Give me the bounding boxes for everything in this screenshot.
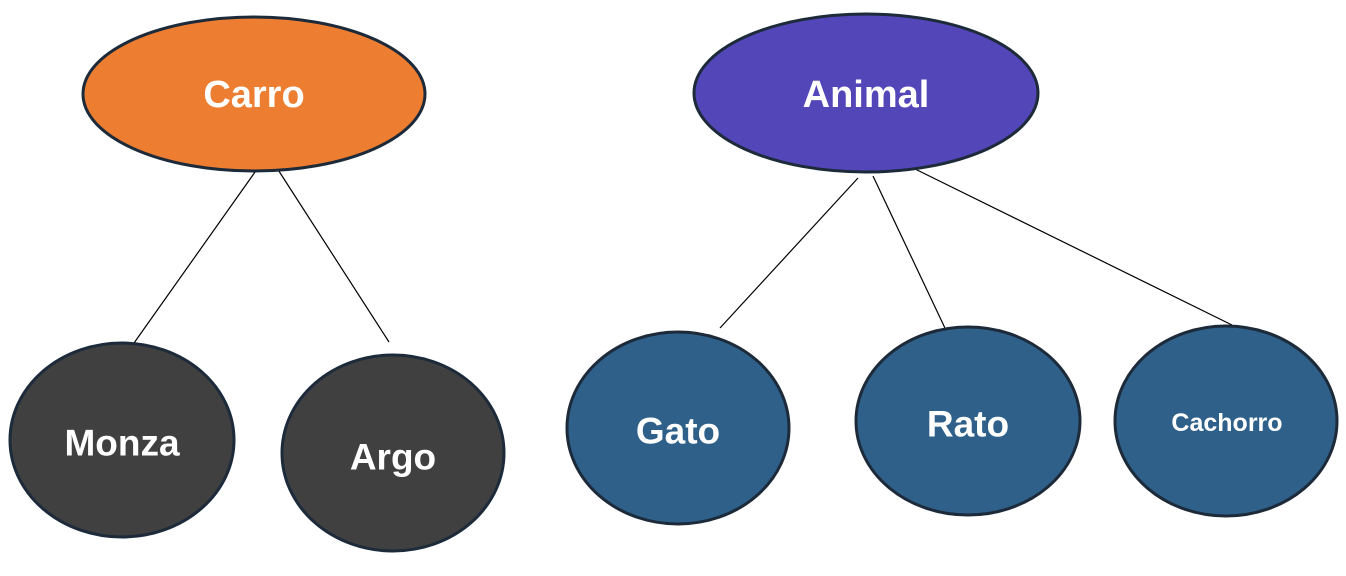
node-carro-label: Carro	[203, 74, 304, 116]
edge-animal-rato	[872, 175, 954, 346]
node-carro-shape	[81, 15, 427, 173]
edge-carro-monza	[133, 164, 261, 344]
node-animal-label: Animal	[803, 74, 930, 116]
node-argo-label: Argo	[350, 437, 436, 478]
edge-animal-cachorro	[910, 166, 1233, 326]
node-gato: Gato	[565, 330, 791, 526]
node-monza-shape	[8, 341, 236, 539]
node-animal-shape	[692, 12, 1040, 174]
edge-animal-gato	[719, 177, 859, 329]
node-cachorro-label: Cachorro	[1171, 409, 1282, 437]
node-monza: Monza	[8, 341, 236, 539]
node-rato-label: Rato	[927, 404, 1009, 445]
node-cachorro-shape	[1113, 324, 1339, 518]
node-monza-label: Monza	[64, 423, 180, 464]
node-animal: Animal	[692, 12, 1040, 174]
node-gato-shape	[565, 330, 791, 526]
node-carro: Carro	[81, 15, 427, 173]
node-rato: Rato	[854, 325, 1082, 517]
node-argo-shape	[280, 353, 506, 553]
edge-carro-argo	[274, 164, 390, 343]
node-argo: Argo	[280, 353, 506, 553]
node-rato-shape	[854, 325, 1082, 517]
node-cachorro: Cachorro	[1113, 324, 1339, 518]
node-gato-label: Gato	[636, 411, 720, 452]
